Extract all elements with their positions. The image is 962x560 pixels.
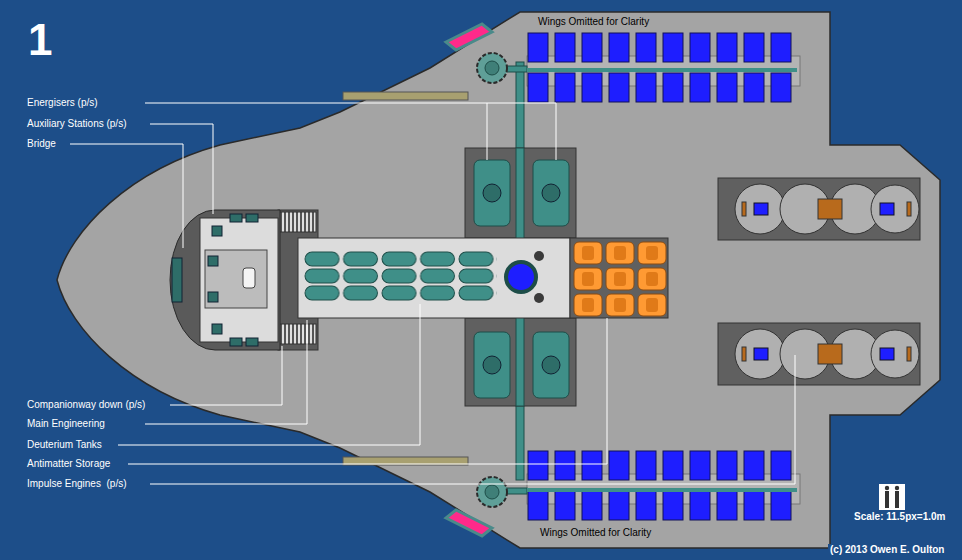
leader-line xyxy=(70,103,795,484)
thruster-array xyxy=(527,32,797,104)
impulse-reactor xyxy=(754,203,894,360)
bridge-station xyxy=(172,214,258,346)
antimatter-bay xyxy=(570,238,668,318)
engineering-floor xyxy=(298,238,570,318)
callout-label: Deuterium Tanks xyxy=(25,439,104,451)
callout-label: Main Engineering xyxy=(25,418,107,430)
bridge-hull xyxy=(170,210,280,350)
deck-number: 1 xyxy=(26,15,54,66)
scale-figure-box xyxy=(879,484,905,510)
command-chair xyxy=(243,268,255,288)
plasma-conduit xyxy=(527,68,797,72)
scale-figure xyxy=(885,486,899,508)
impulse-drive xyxy=(485,61,499,75)
wing-note: Wings Omitted for Clarity xyxy=(538,527,653,539)
warp-core xyxy=(506,262,536,292)
stairs xyxy=(278,212,316,232)
bridge-floor xyxy=(200,218,278,342)
hull-outline xyxy=(57,12,940,548)
wing-note: Wings Omitted for Clarity xyxy=(536,16,651,28)
antimatter-pods xyxy=(572,240,668,318)
callout-label: Antimatter Storage xyxy=(25,458,112,470)
callout-label: Impulse Engines (p/s) xyxy=(25,478,129,490)
callout-label: Companionway down (p/s) xyxy=(25,399,147,411)
impulse-bay xyxy=(718,323,920,385)
copyright-note: (c) 2013 Owen E. Oulton xyxy=(828,544,946,556)
impulse-coupling xyxy=(742,199,911,364)
thruster-array xyxy=(527,450,797,522)
impulse-chamber xyxy=(735,184,919,379)
scale-note: Scale: 11.5px=1.0m xyxy=(852,511,947,523)
callout-label: Bridge xyxy=(25,138,58,150)
bridge-dais xyxy=(205,250,267,308)
callout-label: Energisers (p/s) xyxy=(25,97,100,109)
impulse-drive xyxy=(477,53,507,83)
impulse-bay xyxy=(718,178,920,240)
stairs xyxy=(278,324,316,344)
impulse-drive xyxy=(485,485,499,499)
plasma-conduit xyxy=(527,488,797,492)
wing-panel xyxy=(446,24,492,50)
console xyxy=(534,251,544,303)
hull-strip xyxy=(343,92,468,100)
deuterium-tanks xyxy=(304,251,497,302)
impulse-drive xyxy=(477,477,507,507)
callout-label: Auxiliary Stations (p/s) xyxy=(25,118,128,130)
wing-panel xyxy=(446,510,492,536)
